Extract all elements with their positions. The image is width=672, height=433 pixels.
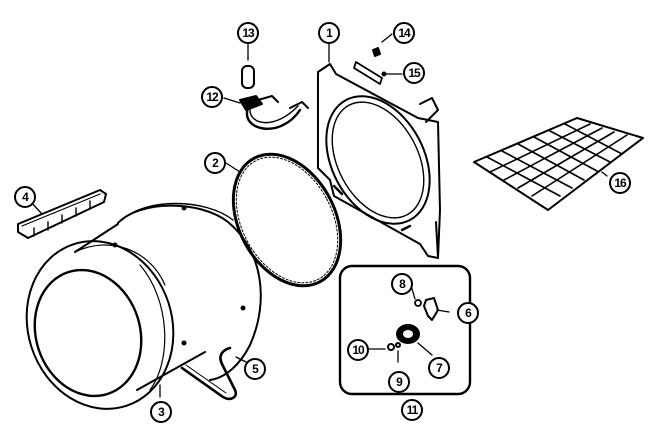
- callout-5: 5: [244, 358, 266, 380]
- lamp-harness-part: [223, 43, 309, 130]
- callout-10: 10: [347, 339, 369, 361]
- callout-4: 4: [14, 186, 36, 208]
- callout-13: 13: [237, 22, 259, 44]
- callout-16: 16: [609, 172, 631, 194]
- callout-8: 8: [391, 273, 413, 295]
- drive-belt-part: [180, 346, 247, 401]
- callout-12: 12: [201, 86, 223, 108]
- callout-11: 11: [401, 399, 423, 421]
- callout-14: 14: [393, 22, 415, 44]
- callout-7: 7: [428, 357, 450, 379]
- drying-rack-part: [473, 117, 644, 211]
- callout-6: 6: [457, 302, 479, 324]
- callout-9: 9: [388, 371, 410, 393]
- screw-glide-part: [353, 33, 403, 85]
- callout-3: 3: [150, 401, 172, 423]
- idler-assembly-inset: [338, 264, 472, 396]
- callout-2: 2: [204, 152, 226, 174]
- front-bulkhead-part: [317, 43, 441, 259]
- callout-1: 1: [318, 22, 340, 44]
- drum-seal-gasket-part: [225, 152, 343, 288]
- drum-baffle-part: [17, 189, 107, 239]
- drum-part: [25, 202, 262, 410]
- callout-15: 15: [403, 62, 425, 84]
